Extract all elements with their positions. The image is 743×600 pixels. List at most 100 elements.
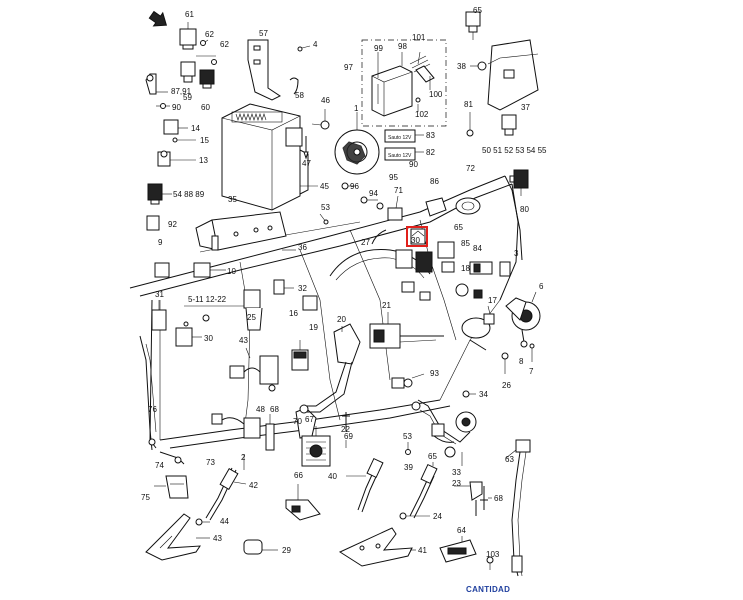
relay-16[interactable] bbox=[302, 295, 318, 311]
callout-c19: 19 bbox=[309, 323, 318, 332]
connector-3[interactable] bbox=[499, 261, 511, 277]
bolt-7[interactable] bbox=[529, 343, 535, 349]
callout-c42: 42 bbox=[249, 481, 258, 490]
switch-arm-20[interactable] bbox=[299, 323, 361, 414]
callout-c68: 68 bbox=[270, 405, 279, 414]
callout-c3: 3 bbox=[514, 249, 519, 258]
callout-c41: 41 bbox=[418, 546, 427, 555]
bracket-41[interactable] bbox=[338, 527, 413, 567]
highlight-part-number: 30 bbox=[411, 236, 420, 245]
callout-c14: 14 bbox=[191, 124, 200, 133]
bracket-35[interactable] bbox=[195, 211, 287, 251]
callout-c62: 62 bbox=[205, 30, 214, 39]
gauge-cluster bbox=[329, 249, 431, 281]
callout-c71: 71 bbox=[394, 186, 403, 195]
connector-32[interactable] bbox=[273, 279, 285, 295]
quantity-link[interactable]: CANTIDAD bbox=[466, 585, 511, 594]
callout-c59: 59 bbox=[183, 93, 192, 102]
cable-63[interactable] bbox=[511, 439, 531, 577]
relay-60[interactable] bbox=[199, 69, 215, 89]
callout-c97: 97 bbox=[344, 63, 353, 72]
connector-48[interactable] bbox=[211, 413, 261, 439]
clip-92[interactable] bbox=[146, 215, 160, 231]
ignition-switch-33[interactable] bbox=[411, 399, 477, 458]
relay-54-88-89[interactable] bbox=[147, 183, 163, 205]
relay-59[interactable] bbox=[180, 61, 196, 83]
fan-motor-6[interactable] bbox=[505, 297, 541, 348]
screw-81[interactable] bbox=[466, 129, 474, 137]
callout-c102: 102 bbox=[415, 110, 429, 119]
callout-c65b: 65 bbox=[473, 6, 482, 15]
rod-68[interactable] bbox=[480, 486, 488, 510]
clip-29[interactable] bbox=[243, 539, 263, 555]
callout-c63: 63 bbox=[505, 455, 514, 464]
callout-c9: 9 bbox=[158, 238, 163, 247]
relay-30[interactable] bbox=[175, 327, 193, 347]
relay-71[interactable] bbox=[387, 207, 403, 221]
vent-85[interactable] bbox=[455, 197, 481, 215]
bracket-66[interactable] bbox=[285, 499, 321, 521]
bracket-75[interactable] bbox=[165, 475, 189, 499]
relay-9[interactable] bbox=[154, 262, 170, 278]
cable-connector-65[interactable] bbox=[409, 463, 438, 519]
screw-34[interactable] bbox=[462, 390, 470, 398]
relay-31[interactable] bbox=[151, 309, 167, 331]
callout-c18: 18 bbox=[461, 264, 470, 273]
switch-panel-center[interactable] bbox=[395, 241, 455, 301]
relay-65-top[interactable] bbox=[465, 11, 481, 33]
bracket-cluster-25[interactable] bbox=[243, 289, 263, 331]
cable-connector-42[interactable] bbox=[205, 467, 239, 521]
callout-c39: 39 bbox=[404, 463, 413, 472]
callout-c75: 75 bbox=[141, 493, 150, 502]
nut-44[interactable] bbox=[195, 518, 203, 526]
module-97[interactable] bbox=[371, 65, 413, 117]
ignition-17[interactable] bbox=[461, 313, 495, 351]
callout-c61: 61 bbox=[185, 10, 194, 19]
switch-19[interactable] bbox=[291, 349, 309, 371]
callout-c48: 48 bbox=[256, 405, 265, 414]
bracket-37[interactable] bbox=[487, 39, 539, 111]
cover-64[interactable] bbox=[439, 539, 477, 563]
bolt-26[interactable] bbox=[501, 352, 509, 360]
connector-84[interactable] bbox=[469, 261, 493, 275]
bracket-68[interactable] bbox=[265, 423, 275, 451]
screw-39[interactable] bbox=[405, 449, 411, 455]
relay-10[interactable] bbox=[193, 262, 211, 278]
switch-cluster-21[interactable] bbox=[369, 323, 444, 349]
cover-86[interactable] bbox=[425, 197, 447, 217]
bracket-23[interactable] bbox=[469, 481, 483, 516]
callout-c2: 2 bbox=[241, 453, 246, 462]
bolt-46[interactable] bbox=[320, 120, 330, 130]
buzzer-1[interactable] bbox=[334, 129, 380, 175]
grille-67[interactable] bbox=[301, 435, 331, 467]
relay-13[interactable] bbox=[157, 150, 171, 167]
bracket-43-bottom[interactable] bbox=[145, 513, 201, 561]
callout-c25: 25 bbox=[247, 313, 256, 322]
rod-22[interactable] bbox=[342, 412, 350, 432]
dashboard-frame bbox=[129, 175, 523, 449]
part-30-highlighted[interactable]: 30 bbox=[406, 226, 428, 247]
callout-c53b: 53 bbox=[403, 432, 412, 441]
callout-c95: 95 bbox=[389, 173, 398, 182]
nut-24[interactable] bbox=[399, 512, 407, 520]
bracket-57[interactable] bbox=[247, 39, 281, 101]
callout-c26: 26 bbox=[502, 381, 511, 390]
callout-c40: 40 bbox=[328, 472, 337, 481]
cable-connector-40[interactable] bbox=[357, 457, 384, 513]
connector-43[interactable] bbox=[229, 355, 279, 385]
relay-14[interactable] bbox=[163, 119, 179, 135]
callout-c90b: 90 bbox=[409, 160, 418, 169]
nut-38[interactable] bbox=[477, 61, 487, 71]
callout-c58: 58 bbox=[295, 91, 304, 100]
control-unit-45[interactable] bbox=[221, 103, 309, 211]
pillar-76 bbox=[139, 335, 157, 451]
relay-50-55[interactable] bbox=[501, 114, 517, 136]
callout-c17: 17 bbox=[488, 296, 497, 305]
relay-87-91[interactable] bbox=[145, 73, 157, 95]
fuse-strip-101[interactable] bbox=[415, 65, 435, 83]
callout-c10: 10 bbox=[227, 267, 236, 276]
connector-93[interactable] bbox=[391, 377, 413, 389]
ignition-18[interactable] bbox=[455, 283, 483, 299]
relay-61[interactable] bbox=[179, 28, 197, 50]
callout-c68b: 68 bbox=[494, 494, 503, 503]
